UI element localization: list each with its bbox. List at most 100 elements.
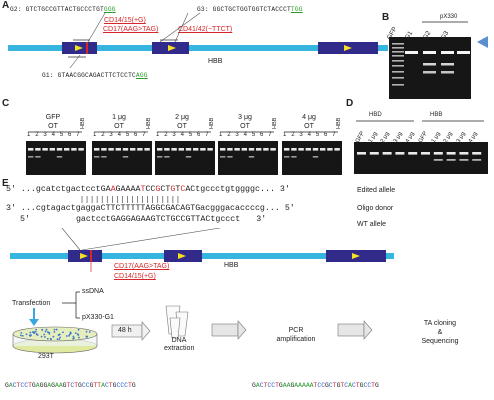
trace-base: C [70, 382, 75, 389]
trace-base: T [355, 382, 360, 389]
c-ot-label: OT [114, 123, 124, 130]
ladder-band [392, 77, 404, 79]
ladder-band [392, 71, 404, 73]
c-gel [92, 141, 152, 175]
trace-base: C [271, 382, 276, 389]
d-brackets [356, 120, 484, 122]
c-gel [26, 141, 86, 175]
trace-base: G [43, 382, 48, 389]
c-gel-bands [94, 148, 150, 158]
c-ot-label: OT [240, 123, 250, 130]
c-gel-bands [28, 148, 84, 158]
c-band-faint [56, 156, 63, 158]
c-band [78, 148, 84, 151]
c-band [220, 148, 226, 151]
trace-base: C [321, 382, 326, 389]
g1-pam: AGG [135, 72, 148, 79]
c-lane-numbers: 1 2 3 4 5 6 7 [283, 132, 338, 138]
trace-base: C [116, 382, 121, 389]
edited-allele-label: Edited allele [357, 187, 396, 194]
exon3-arrow-a [344, 45, 352, 51]
c-gel [282, 141, 342, 175]
trace-base: T [16, 382, 21, 389]
g1-seq-text: G1: GTAACGGCAGACTTCTCCTC [42, 72, 136, 79]
gel-b [389, 37, 471, 99]
mut-cd1415-a: CD14/15(+G) [104, 17, 146, 24]
c-band-faint [248, 156, 255, 158]
hbb-label-a: HBB [208, 58, 223, 65]
c-band [227, 148, 233, 151]
main-band [423, 51, 436, 54]
trace-base: A [54, 382, 59, 389]
blue-down-arrow [29, 308, 39, 326]
main-band [441, 51, 454, 54]
c-band [185, 148, 192, 151]
c-band [42, 148, 48, 151]
trace-base: C [363, 382, 368, 389]
c-band [137, 148, 143, 151]
mut-cd4142-a: CD41/42(−TTCT) [178, 26, 233, 33]
trace-base: G [278, 382, 283, 389]
g3-sequence: G3: GGCTGCTGGTGGTCTACCCTTGG [197, 6, 303, 13]
trace-base: A [35, 382, 40, 389]
trace-base: C [81, 382, 86, 389]
time-label: 48 h [118, 327, 132, 334]
c-group-title: 2 μg [175, 114, 189, 121]
trace-base: A [255, 382, 260, 389]
px330-label: pX330 [440, 14, 458, 20]
d-band-cleaved [472, 159, 482, 161]
panel-label-d: D [346, 98, 354, 109]
trace-base: T [66, 382, 71, 389]
c-lane-numbers: 1 2 3 4 5 6 7 [219, 132, 274, 138]
trace-base: A [301, 382, 306, 389]
c-band-faint [220, 156, 226, 158]
ladder-band [392, 51, 404, 53]
d-band [408, 152, 418, 155]
trace-base: C [120, 382, 125, 389]
c-band [94, 148, 100, 151]
c-band [101, 148, 107, 151]
trace-base: T [340, 382, 345, 389]
c-band [248, 148, 255, 151]
dna-extraction-label: DNA extraction [164, 337, 195, 352]
c-band [28, 148, 34, 151]
d-band [421, 152, 430, 155]
c-group-title: 1 μg [112, 114, 126, 121]
main-band [405, 51, 418, 54]
c-band [291, 148, 297, 151]
c-band-faint [101, 156, 107, 158]
tubes-icon [165, 305, 189, 339]
px330-g1-label: pX330-G1 [82, 314, 114, 321]
callout-lines [69, 12, 201, 69]
trace-base: T [371, 382, 375, 389]
c-hbb-label: HBB [336, 117, 342, 129]
trace-base: G [62, 382, 67, 389]
trace-base: A [309, 382, 314, 389]
mut-cd17-a: CD17(AAG>TAG) [103, 26, 159, 33]
trace-base: G [290, 382, 295, 389]
panel-label-c: C [2, 98, 10, 109]
trace-base: A [58, 382, 63, 389]
px330-bracket [422, 21, 468, 23]
trace-base: T [332, 382, 337, 389]
panel-e-gene-diagram [10, 228, 394, 272]
trace-base: G [325, 382, 329, 389]
trace-right: GACTCCTGAAGAAAAATCCGCTGTCACTGCCTG [252, 382, 379, 389]
workflow-diagram [12, 291, 373, 354]
exon3-arrow-e [352, 253, 360, 259]
trace-base: C [124, 382, 128, 389]
c-band [115, 148, 121, 151]
c-band [207, 148, 213, 151]
c-band [200, 148, 206, 151]
g2-pam: GGG [103, 6, 116, 13]
d-band [357, 152, 366, 155]
c-band [256, 148, 262, 151]
g1-sequence: G1: GTAACGGCAGACTTCTCCTCAGG [42, 72, 148, 79]
c-ot-label: OT [304, 123, 314, 130]
panel-label-b: B [382, 12, 390, 23]
trace-base: C [259, 382, 264, 389]
trace-base: A [101, 382, 105, 389]
d-band [369, 152, 379, 155]
c-ot-bracket [158, 131, 211, 133]
c-band [298, 148, 304, 151]
